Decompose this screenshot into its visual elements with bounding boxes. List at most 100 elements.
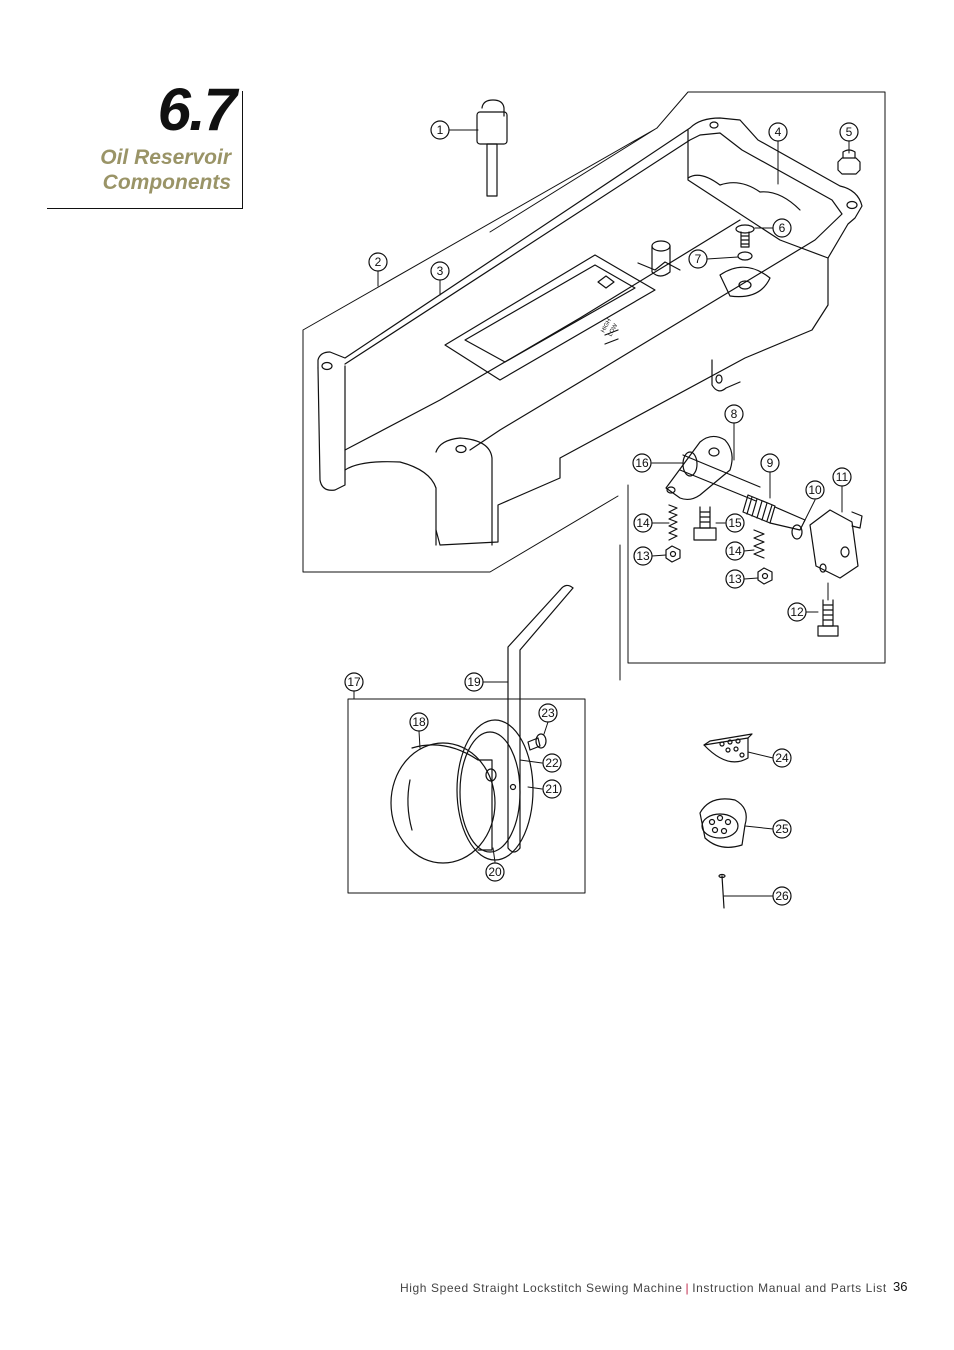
spring-14-right [753, 529, 765, 559]
pan-rim-inner [344, 132, 843, 451]
pan-gauge-arrows [604, 329, 619, 345]
footer: High Speed Straight Lockstitch Sewing Ma… [400, 1281, 887, 1295]
bracket-collar [682, 451, 698, 477]
svg-text:5: 5 [846, 125, 853, 139]
callout-3: 3 [430, 261, 450, 281]
felt-24 [703, 737, 749, 763]
callout-6: 6 [772, 218, 792, 238]
pan-bottom-floor [344, 219, 741, 451]
pan-hole-right [846, 200, 858, 210]
nut-13-left [665, 545, 681, 563]
bracket-hole-top [708, 447, 720, 457]
svg-text:7: 7 [695, 252, 702, 266]
drain-washer [737, 251, 753, 261]
callout-1: 1 [430, 120, 450, 140]
svg-text:21: 21 [545, 782, 559, 796]
svg-text:26: 26 [775, 889, 789, 903]
block-boss [851, 511, 863, 529]
pan-hole-corner [455, 444, 467, 454]
section-number: 6.7 [157, 76, 237, 143]
callout-9: 9 [760, 453, 780, 473]
window-screw-thread [527, 737, 541, 751]
callout-2: 2 [368, 252, 388, 272]
oil-stud-body [651, 245, 671, 277]
section-title-line1: Oil Reservoir [100, 146, 231, 169]
svg-text:23: 23 [541, 706, 555, 720]
nut-top-body [837, 157, 861, 175]
svg-text:22: 22 [545, 756, 559, 770]
svg-text:25: 25 [775, 822, 789, 836]
screw-12-head [817, 625, 839, 637]
spring-14-left [668, 504, 678, 541]
felt-25 [699, 798, 747, 848]
bracket-hole-bottom [666, 486, 676, 494]
block-body [809, 509, 859, 579]
svg-text:8: 8 [731, 407, 738, 421]
part-block [809, 509, 863, 579]
title-rule-horizontal [47, 208, 243, 209]
page-number: 36 [893, 1279, 908, 1294]
svg-text:12: 12 [790, 605, 804, 619]
part-nut-top [837, 149, 861, 175]
footer-machine-name: High Speed Straight Lockstitch Sewing Ma… [400, 1281, 683, 1295]
svg-text:15: 15 [728, 516, 742, 530]
callout-23: 23 [538, 703, 558, 723]
callout-25: 25 [772, 819, 792, 839]
nut-13-right-hole [761, 572, 769, 580]
window-tube-port [485, 768, 497, 782]
leader-lines [353, 129, 850, 897]
callout-12: 12 [787, 602, 807, 622]
plug-body [476, 111, 508, 145]
svg-text:20: 20 [488, 865, 502, 879]
title-rule-vertical [242, 91, 243, 209]
pin-26-head [718, 873, 726, 879]
svg-text:14: 14 [728, 544, 742, 558]
window-plate-inner [459, 731, 521, 853]
pan-corner-boss [435, 437, 493, 546]
callout-5: 5 [839, 122, 859, 142]
window-lens-rim [411, 744, 493, 851]
callout-16: 16 [632, 453, 652, 473]
svg-text:13: 13 [728, 572, 742, 586]
svg-text:24: 24 [775, 751, 789, 765]
pan-lug [711, 359, 741, 392]
callout-14-right: 14 [725, 541, 745, 561]
section-title: Oil Reservoir Components [40, 145, 231, 195]
pan-rib-inner [464, 264, 636, 363]
part-callouts: 1 2 3 4 5 6 7 8 9 10 11 12 13 13 14 14 1… [344, 120, 859, 906]
reservoir-frame-right [627, 91, 886, 664]
pan-hole-top [709, 121, 719, 129]
part-shaft [742, 494, 806, 540]
pan-gauge-low: LOW [608, 323, 620, 338]
callout-18: 18 [409, 712, 429, 732]
screw-15-head [693, 527, 717, 541]
felt-25-face [701, 813, 739, 839]
group-frames [302, 91, 886, 894]
callout-14-left: 14 [633, 513, 653, 533]
shaft-washer [791, 524, 803, 540]
oil-pan: HIGH LOW [317, 117, 863, 546]
pan-left-wall [317, 367, 437, 546]
screw-15-thread [699, 506, 711, 529]
shaft-tip [769, 506, 806, 531]
callout-17: 17 [344, 672, 364, 692]
part-small-hardware [665, 504, 773, 585]
part-screw-12 [817, 599, 839, 637]
part-oil-window [390, 719, 547, 864]
part-drain-screw [735, 224, 755, 261]
callout-24: 24 [772, 748, 792, 768]
callout-11: 11 [832, 467, 852, 487]
callout-15: 15 [725, 513, 745, 533]
window-plate-back [456, 719, 534, 861]
callout-7: 7 [688, 249, 708, 269]
oil-stud-top [651, 240, 671, 252]
svg-text:10: 10 [808, 483, 822, 497]
pan-drain-hole [738, 280, 752, 290]
callout-19: 19 [464, 672, 484, 692]
part-bracket [665, 435, 761, 502]
screw-12-thread [822, 599, 834, 627]
svg-text:18: 18 [412, 715, 426, 729]
pan-level-marker [597, 275, 615, 289]
pan-drain-recess [719, 266, 771, 298]
svg-text:9: 9 [767, 456, 774, 470]
